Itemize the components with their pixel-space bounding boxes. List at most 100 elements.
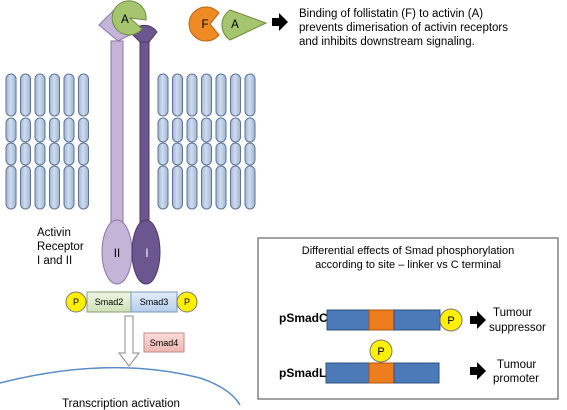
psmadl-linker: [368, 362, 395, 384]
transcription-caption: Transcription activation: [62, 398, 180, 410]
psmadc-phosphate-label: P: [447, 315, 454, 327]
phosphate-smad3: [176, 291, 198, 313]
lipid-molecule: [215, 165, 227, 210]
lipid-molecule: [186, 73, 198, 117]
psmadc-row: pSmadC P Tumour suppressor: [279, 307, 546, 334]
smad4-box: [143, 332, 185, 353]
lipid-tail: [215, 142, 227, 166]
lipid-tail: [63, 142, 75, 166]
receptor-caption-line1: Activin: [37, 227, 71, 239]
lipid-molecule: [230, 165, 241, 210]
lipid-molecule: [20, 165, 31, 210]
lipid-tail: [157, 142, 169, 166]
lipid-tail: [230, 117, 241, 143]
lipid-tail: [78, 142, 89, 166]
smad3-label: Smad3: [140, 297, 169, 307]
translocation-arrow-icon: [117, 315, 141, 367]
activin-label: A: [121, 14, 129, 26]
lipid-tail: [215, 117, 227, 143]
psmadl-arrow-icon: [470, 362, 486, 380]
lipid-molecule: [244, 73, 256, 117]
psmadl-effect-line1: Tumour: [497, 359, 536, 371]
activin-receptor-type-ii: [98, 5, 135, 285]
smad4: Smad4: [143, 332, 185, 353]
lipid-tail: [34, 117, 46, 143]
lipid-tail: [186, 117, 198, 143]
lipid-molecule: [172, 165, 183, 210]
lipid-tail: [49, 142, 60, 166]
psmadc-label: pSmadC: [279, 311, 328, 325]
lipid-molecule: [63, 165, 75, 210]
activin-ligand-on-receptor: A: [111, 0, 147, 36]
smad4-label: Smad4: [150, 338, 179, 348]
lipid-tail: [34, 142, 46, 166]
membrane-outer-leaflet: [5, 73, 256, 143]
lipid-molecule: [63, 73, 75, 117]
psmadc-mh1-domain: [326, 309, 370, 331]
psmadl-mh2-domain: [393, 362, 440, 384]
cell-membrane: [5, 73, 256, 210]
lipid-molecule: [215, 73, 227, 117]
lipid-tail: [172, 117, 183, 143]
receptor-caption-line2: Receptor: [37, 241, 84, 253]
lipid-molecule: [201, 165, 212, 210]
nuclear-membrane: [0, 366, 241, 406]
lipid-tail: [201, 142, 212, 166]
lipid-tail: [244, 117, 256, 143]
receptor-caption-line3: I and II: [37, 255, 72, 267]
lipid-tail: [20, 117, 31, 143]
psmadc-arrow-icon: [470, 311, 486, 329]
lipid-molecule: [34, 165, 46, 210]
lipid-molecule: [230, 73, 241, 117]
differential-effects-panel: Differential effects of Smad phosphoryla…: [257, 237, 559, 400]
lipid-molecule: [34, 73, 46, 117]
receptor-type-ii-label: II: [114, 248, 120, 260]
activin-complex-label: A: [231, 19, 239, 31]
lipid-tail: [63, 117, 75, 143]
lipid-molecule: [157, 73, 169, 117]
follistatin-activin-complex: F A: [188, 6, 268, 42]
lipid-tail: [49, 117, 60, 143]
lipid-molecule: [201, 73, 212, 117]
lipid-tail: [230, 142, 241, 166]
phosphate-smad3-label: P: [184, 297, 190, 307]
lipid-molecule: [49, 73, 60, 117]
psmadc-effect-line2: suppressor: [489, 322, 546, 334]
lipid-molecule: [78, 73, 89, 117]
binding-note-line2: prevents dimerisation of activin recepto…: [299, 22, 508, 34]
psmadl-effect-line2: promoter: [493, 373, 539, 385]
panel-title-line1: Differential effects of Smad phosphoryla…: [302, 245, 514, 257]
receptor-type-i-label: I: [145, 248, 148, 260]
psmadl-row: pSmadL P Tumour promoter: [279, 339, 539, 385]
lipid-tail: [157, 117, 169, 143]
binding-note-line3: and inhibits downstream signaling.: [299, 36, 475, 48]
lipid-tail: [5, 142, 17, 166]
lipid-molecule: [157, 165, 169, 210]
binding-arrow-icon: [272, 13, 288, 31]
phosphate-smad2-label: P: [73, 297, 79, 307]
lipid-tail: [244, 142, 256, 166]
lipid-tail: [78, 117, 89, 143]
lipid-tail: [186, 142, 198, 166]
smad2-label: Smad2: [95, 297, 124, 307]
phosphate-smad2: [65, 291, 87, 313]
lipid-molecule: [244, 165, 256, 210]
psmadc-effect-line1: Tumour: [493, 307, 532, 319]
psmadc-phosphate: [439, 308, 463, 332]
psmadc-mh2-domain: [393, 309, 441, 331]
binding-note-line1: Binding of follistatin (F) to activin (A…: [299, 8, 483, 20]
psmadl-mh1-domain: [325, 362, 370, 384]
lipid-tail: [172, 142, 183, 166]
psmadl-phosphate: [369, 339, 393, 363]
smad2-smad3-complex: P Smad2 Smad3 P: [65, 291, 198, 313]
lipid-tail: [20, 142, 31, 166]
lipid-molecule: [20, 73, 31, 117]
lipid-molecule: [5, 73, 17, 117]
activin-receptor-type-i: [130, 24, 161, 285]
membrane-inner-leaflet: [5, 142, 256, 210]
psmadl-label: pSmadL: [279, 366, 326, 380]
lipid-molecule: [172, 73, 183, 117]
lipid-tail: [201, 117, 212, 143]
psmadc-linker: [368, 309, 395, 331]
